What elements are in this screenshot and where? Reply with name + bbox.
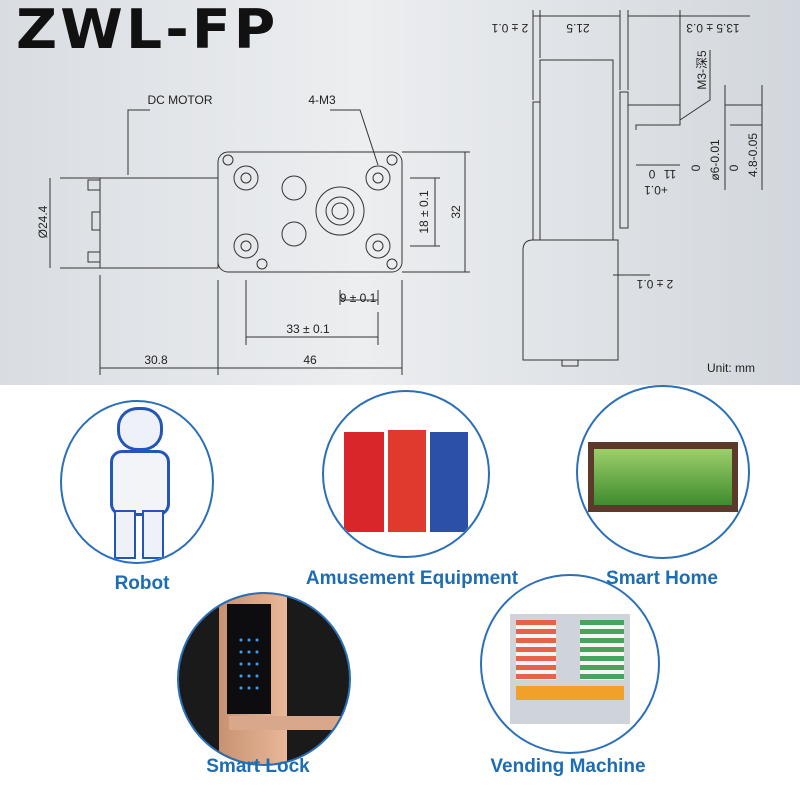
unit-label: Unit: mm — [707, 361, 755, 375]
label-18: 18 ± 0.1 — [417, 190, 431, 234]
label-9: 9 ± 0.1 — [340, 291, 377, 305]
label-11: 11 — [663, 167, 676, 181]
label-13-5: 13.5 ± 0.3 — [686, 21, 740, 35]
label-amusement-equipment: Amusement Equipment — [305, 568, 519, 589]
label-33: 33 ± 0.1 — [286, 322, 330, 336]
label-46: 46 — [303, 353, 317, 367]
label-smart-home: Smart Home — [606, 568, 718, 589]
dimension-drawing: DC MOTOR 4-M3 Ø24.4 18 ± 0.1 32 9 ± 0.1 … — [36, 10, 763, 375]
robot-image — [60, 400, 214, 564]
label-30-8: 30.8 — [144, 353, 168, 367]
smart-home-image — [576, 385, 750, 559]
label-robot: Robot — [114, 573, 170, 594]
technical-drawing-panel: ZWL-FP DC MOTOR 4-M3 Ø24.4 18 ± 0.1 32 9… — [0, 0, 800, 385]
smart-lock-image — [177, 592, 351, 766]
label-flat: 4.8-0.05 — [746, 133, 760, 177]
label-top-2: 2 ± 0.1 — [491, 21, 528, 35]
label-vending-machine: Vending Machine — [490, 756, 646, 777]
flat-tol: 0 — [727, 164, 741, 171]
front-view — [49, 109, 470, 375]
vending-machine-image — [480, 574, 660, 754]
label-dc-motor: DC MOTOR — [147, 93, 212, 107]
label-m3-depth: M3-深5 — [695, 50, 709, 90]
label-4-m3: 4-M3 — [308, 93, 336, 107]
side-view — [522, 10, 763, 367]
product-title: ZWL-FP — [16, 0, 279, 61]
label-smart-lock: Smart Lock — [206, 756, 310, 777]
label-bottom-2: 2 ± 0.1 — [636, 277, 673, 291]
amusement-equipment-image — [322, 390, 490, 558]
shaft-dia-tol: 0 — [689, 164, 703, 171]
label-diameter: Ø24.4 — [36, 205, 50, 238]
label-11-tol-b: +0.1 — [644, 183, 668, 197]
label-shaft-dia: ø6-0.01 — [708, 139, 722, 181]
label-11-tol-a: 0 — [648, 167, 655, 181]
label-21-5: 21.5 — [566, 21, 590, 35]
label-32: 32 — [449, 205, 463, 219]
